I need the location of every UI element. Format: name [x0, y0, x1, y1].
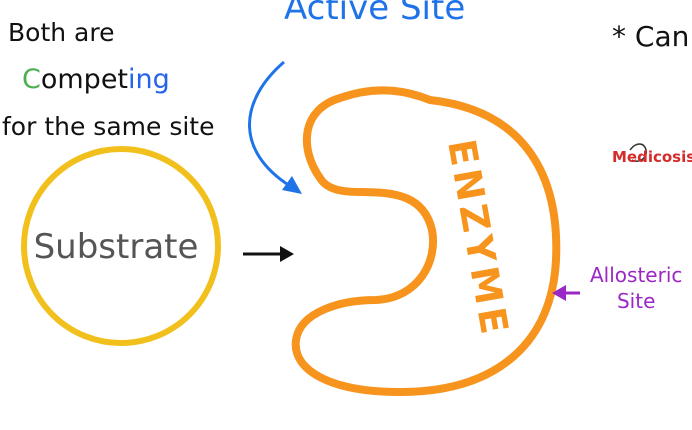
substrate-circle — [21, 146, 221, 346]
active-site-label: Active Site — [284, 0, 466, 28]
note-line-competing: Competing — [22, 64, 170, 95]
active-site-arrow-head — [282, 176, 302, 194]
note-competing-mid: ompet — [40, 64, 129, 95]
logo-icon — [629, 143, 647, 162]
allosteric-line1: Allosteric — [590, 263, 683, 287]
substrate-arrow-head — [280, 246, 294, 262]
enzyme-shape — [291, 86, 561, 396]
cam-label: * Can — [612, 20, 690, 53]
substrate-label: Substrate — [34, 227, 199, 267]
allosteric-arrow-head — [552, 285, 566, 301]
allosteric-line2: Site — [616, 289, 656, 313]
note-competing-first: C — [22, 64, 41, 95]
allosteric-site-label: Allosteric Site — [590, 262, 682, 314]
medicosis-logo: Medicosis — [612, 148, 692, 166]
enzyme-label: ENZYME — [439, 136, 517, 341]
note-line-both: Both are — [8, 18, 115, 47]
note-competing-rest: ing — [128, 64, 170, 95]
active-site-arrow — [248, 60, 291, 188]
note-line-same-site: for the same site — [2, 112, 215, 141]
